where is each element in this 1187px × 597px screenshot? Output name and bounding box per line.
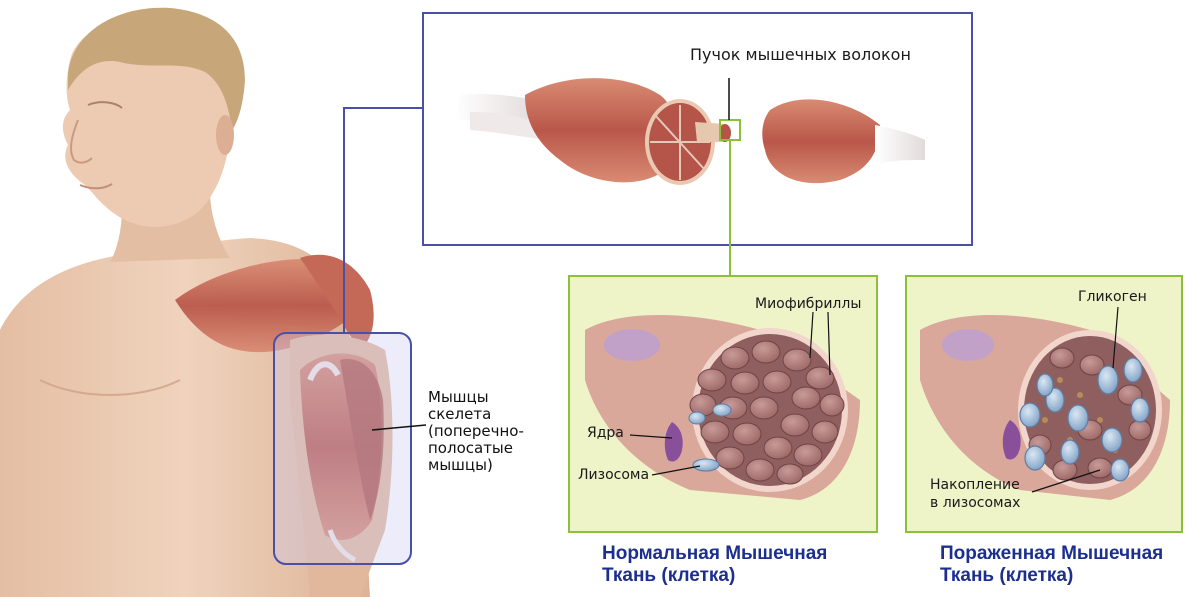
label-bundle: Пучок мышечных волокон: [690, 45, 911, 64]
label-lysosome: Лизосома: [578, 467, 649, 483]
caption-normal-tissue: Нормальная Мышечная Ткань (клетка): [602, 543, 827, 587]
arm-highlight-box: [274, 333, 411, 564]
caption-affected-line-2: Ткань (клетка): [940, 565, 1163, 587]
skeletal-line-4: полосатые: [428, 440, 524, 457]
label-nuclei: Ядра: [587, 425, 624, 441]
caption-normal-line-2: Ткань (клетка): [602, 565, 827, 587]
label-glycogen: Гликоген: [1078, 289, 1147, 305]
label-accumulation-2: в лизосомах: [930, 495, 1020, 511]
skeletal-line-3: (поперечно-: [428, 423, 524, 440]
skeletal-line-5: мышцы): [428, 457, 524, 474]
caption-affected-line-1: Пораженная Мышечная: [940, 543, 1163, 565]
caption-normal-line-1: Нормальная Мышечная: [602, 543, 827, 565]
skeletal-line-2: скелета: [428, 406, 524, 423]
skeletal-line-1: Мышцы: [428, 389, 524, 406]
label-skeletal-muscle: Мышцы скелета (поперечно- полосатые мышц…: [428, 389, 524, 474]
label-myofibrils: Миофибриллы: [755, 296, 861, 312]
label-accumulation-1: Накопление: [930, 477, 1020, 493]
caption-affected-tissue: Пораженная Мышечная Ткань (клетка): [940, 543, 1163, 587]
